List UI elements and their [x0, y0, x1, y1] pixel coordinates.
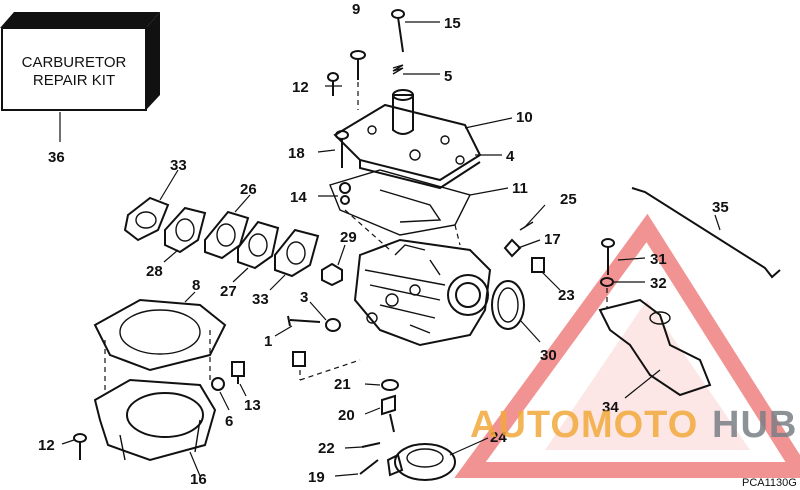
fitting	[292, 351, 306, 367]
callout-28: 28	[146, 263, 163, 280]
screw-12-bottom	[73, 433, 87, 460]
callout-27: 27	[220, 283, 237, 300]
washer-3	[325, 318, 341, 332]
screw-14	[339, 182, 351, 205]
callout-labels: 9 15 5 12 10 4 18 11 14 33 26 28 27 33 2…	[38, 1, 729, 488]
callout-35: 35	[712, 199, 729, 216]
callout-25: 25	[560, 191, 577, 208]
callout-3: 3	[300, 289, 308, 306]
needle-1	[287, 315, 321, 327]
callout-12-bottom: 12	[38, 437, 55, 454]
callout-19: 19	[308, 469, 325, 486]
callout-18: 18	[288, 145, 305, 162]
screw-15	[391, 9, 405, 53]
link-rod-35	[631, 187, 781, 279]
callout-5: 5	[444, 68, 452, 85]
callout-30: 30	[540, 347, 557, 364]
watermark-brand-secondary: HUB	[712, 404, 797, 446]
callout-8: 8	[192, 277, 200, 294]
callout-29: 29	[340, 229, 357, 246]
washer-21	[381, 379, 399, 391]
callout-31: 31	[650, 251, 667, 268]
callout-16: 16	[190, 471, 207, 488]
clip-17	[503, 238, 522, 258]
callout-6: 6	[225, 413, 233, 430]
pin-19	[359, 459, 379, 475]
plug-13	[231, 361, 245, 384]
nut-29	[321, 262, 343, 287]
callout-21: 21	[334, 376, 351, 393]
float-bowl-16	[93, 378, 217, 462]
repair-kit-box: CARBURETOR REPAIR KIT 36	[0, 12, 160, 166]
watermark-brand-primary: AUTOMOTO	[470, 404, 698, 446]
screw-31	[601, 238, 615, 275]
callout-13: 13	[244, 397, 261, 414]
fitting-23	[531, 257, 545, 273]
callout-36: 36	[48, 149, 65, 166]
gasket-30	[491, 280, 525, 330]
spring-5	[392, 64, 404, 75]
float-24	[386, 443, 456, 481]
callout-33-upper: 33	[170, 157, 187, 174]
callout-17: 17	[544, 231, 561, 248]
gasket-27	[237, 220, 280, 270]
callout-11: 11	[512, 180, 528, 197]
jet-20	[381, 394, 396, 433]
kit-label-line2: REPAIR KIT	[33, 72, 115, 89]
gasket-11	[329, 169, 472, 236]
callout-23: 23	[558, 287, 575, 304]
callout-1: 1	[264, 333, 272, 350]
callout-34: 34	[602, 399, 619, 416]
washer-32	[600, 277, 614, 287]
watermark-text: AUTOMOTO HUB	[470, 404, 797, 446]
callout-24: 24	[490, 429, 507, 446]
callout-20: 20	[338, 407, 355, 424]
carburetor-body	[353, 238, 492, 347]
gasket-26	[204, 210, 250, 260]
callout-12-top: 12	[292, 79, 309, 96]
gasket-33-lower	[274, 228, 320, 278]
callout-4: 4	[506, 148, 515, 165]
screw-18	[335, 130, 349, 168]
callout-10: 10	[516, 109, 533, 126]
callout-14: 14	[290, 189, 307, 206]
washer-6	[211, 377, 225, 391]
callout-33-lower: 33	[252, 291, 269, 308]
gasket-33-upper	[123, 196, 170, 242]
bracket-34	[598, 298, 712, 397]
leader-lines	[61, 21, 721, 477]
kit-label-line1: CARBURETOR	[22, 54, 127, 71]
screw-9	[350, 50, 366, 110]
gasket-8	[93, 298, 227, 372]
figure-code: PCA1130G	[742, 477, 797, 489]
callout-32: 32	[650, 275, 667, 292]
watermark-triangle	[454, 213, 800, 478]
callout-15: 15	[444, 15, 461, 32]
screw-12-top	[327, 72, 339, 96]
pin-22	[361, 442, 381, 448]
callout-26: 26	[240, 181, 257, 198]
callout-22: 22	[318, 440, 335, 457]
float-bowl-cover	[333, 89, 482, 190]
gasket-28	[164, 206, 207, 254]
callout-9: 9	[352, 1, 360, 18]
